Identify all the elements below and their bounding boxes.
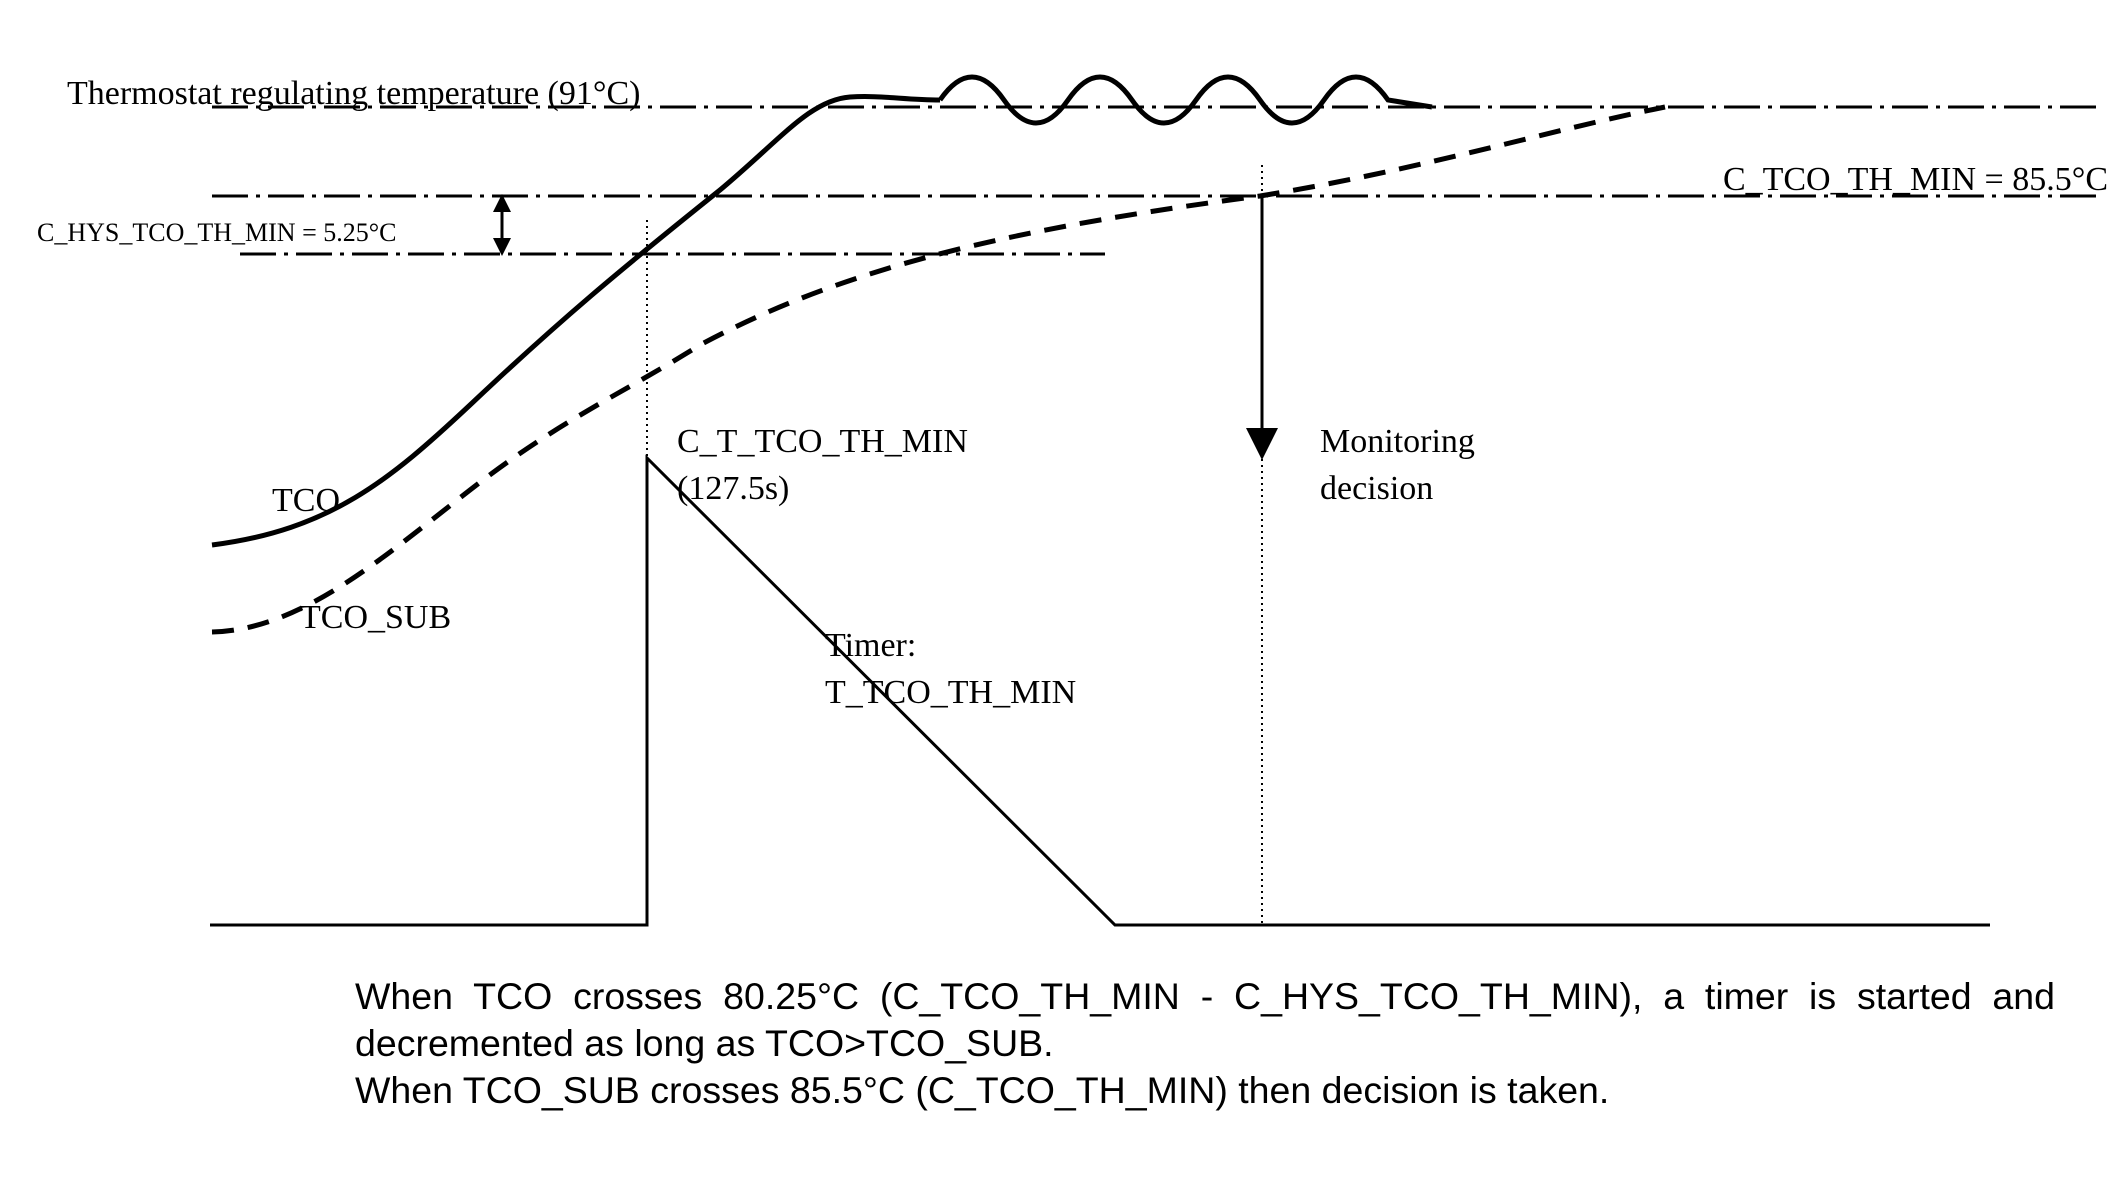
thermostat-oscillation <box>937 74 1433 126</box>
timer-preset-value: (127.5s) <box>677 470 789 507</box>
caption: When TCO crosses 80.25°C (C_TCO_TH_MIN -… <box>355 973 2055 1114</box>
timer-label: Timer: <box>825 627 916 664</box>
thermostat-label: Thermostat regulating temperature (91°C) <box>67 75 640 112</box>
hysteresis-double-arrow <box>493 194 511 256</box>
monitoring-decision-arrow <box>1246 196 1278 460</box>
tco-label: TCO <box>272 482 340 519</box>
monitoring-label: Monitoring <box>1320 423 1475 460</box>
decision-label: decision <box>1320 470 1433 507</box>
timer-name-label: T_TCO_TH_MIN <box>825 674 1076 711</box>
hysteresis-label: C_HYS_TCO_TH_MIN = 5.25°C <box>37 218 396 247</box>
tco-sub-label: TCO_SUB <box>300 599 451 636</box>
timer-waveform <box>210 454 1990 927</box>
caption-line-1: When TCO crosses 80.25°C (C_TCO_TH_MIN -… <box>355 975 2055 1064</box>
timer-preset-label: C_T_TCO_TH_MIN <box>677 423 968 460</box>
caption-line-2: When TCO_SUB crosses 85.5°C (C_TCO_TH_MI… <box>355 1069 1610 1111</box>
tco-curve <box>211 94 941 548</box>
tco-sub-curve <box>211 104 1666 635</box>
tco-th-min-label: C_TCO_TH_MIN = 85.5°C <box>1723 161 2108 198</box>
